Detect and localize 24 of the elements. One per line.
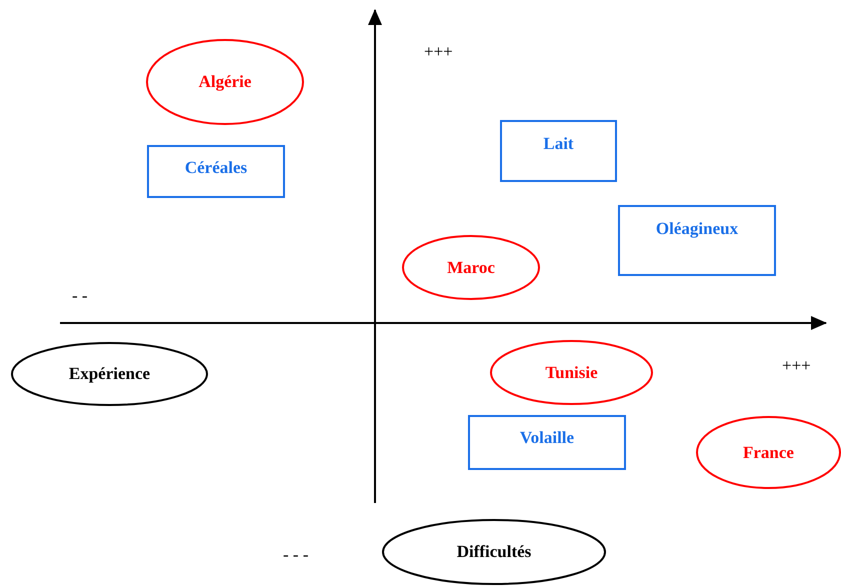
product-box <box>468 415 626 470</box>
node-label: France <box>743 442 794 462</box>
node-label: Expérience <box>68 364 150 384</box>
node-label: Tunisie <box>545 362 598 382</box>
product-box <box>500 120 617 182</box>
node-label: Volaille <box>520 428 574 448</box>
axis-end-label: +++ <box>424 42 453 62</box>
factor-ellipse <box>382 519 606 585</box>
node-label: Oléagineux <box>656 219 738 239</box>
node-label: Céréales <box>184 158 248 178</box>
factor-ellipse <box>11 342 208 406</box>
node-label: Lait <box>543 134 574 154</box>
axis-end-label: +++ <box>782 356 811 376</box>
country-ellipse <box>490 340 653 405</box>
node-label: Difficultés <box>456 542 532 562</box>
node-label: Maroc <box>447 258 495 278</box>
country-ellipse <box>402 235 540 300</box>
node-label: Algérie <box>198 72 252 92</box>
axis-end-label: - - - <box>283 545 308 565</box>
country-ellipse <box>146 39 304 125</box>
product-box <box>147 145 285 198</box>
axis-end-label: - - <box>72 286 88 306</box>
country-ellipse <box>696 416 841 489</box>
product-box <box>618 205 776 276</box>
